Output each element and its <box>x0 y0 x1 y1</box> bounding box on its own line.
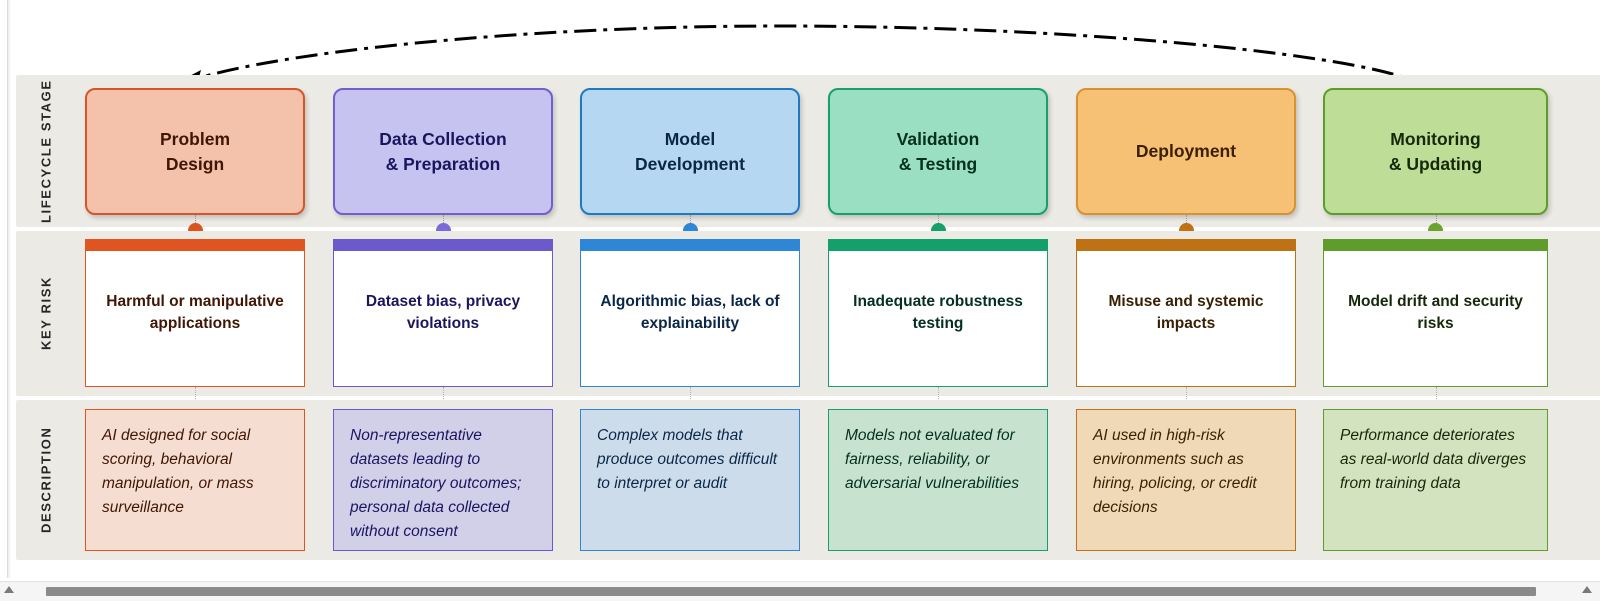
key-risk-accent-bar <box>581 240 799 251</box>
horizontal-scrollbar-thumb[interactable] <box>46 587 1536 596</box>
connector-stem-lower <box>1435 387 1437 407</box>
description-card-deployment[interactable]: AI used in high-risk environments such a… <box>1076 409 1296 551</box>
stage-box-monitoring-updating[interactable]: Monitoring & Updating <box>1323 88 1548 215</box>
key-risk-row: KEY RISK Harmful or manipulative applica… <box>16 231 1600 407</box>
key-risk-card-problem-design[interactable]: Harmful or manipulative applications <box>85 239 305 387</box>
key-risk-card-data-collection[interactable]: Dataset bias, privacy violations <box>333 239 553 387</box>
key-risk-text: Misuse and systemic impacts <box>1108 293 1264 332</box>
stage-label-line1: Validation <box>896 128 980 149</box>
stage-box-data-collection[interactable]: Data Collection & Preparation <box>333 88 553 215</box>
lifecycle-stage-row: LIFECYCLE STAGE Problem Design Data Coll… <box>16 75 1600 238</box>
stage-label-line2: & Preparation <box>385 153 501 174</box>
connector-stem-lower <box>690 387 691 407</box>
key-risk-accent-bar <box>1077 240 1295 251</box>
stage-label-line2: & Updating <box>1388 153 1483 174</box>
row-label-description: DESCRIPTION <box>38 426 54 534</box>
key-risk-text: Inadequate robustness testing <box>853 293 1023 332</box>
stage-label-line1: Problem <box>159 128 231 149</box>
page-left-edge-line <box>7 0 8 578</box>
row-label-lifecycle-stage: LIFECYCLE STAGE <box>38 79 54 223</box>
description-card-monitoring-updating[interactable]: Performance deteriorates as real-world d… <box>1323 409 1548 551</box>
key-risk-accent-bar <box>1324 240 1547 251</box>
row-label-key-risk: KEY RISK <box>38 276 54 351</box>
stage-label-line1: Data Collection <box>379 128 507 149</box>
connector-stem-lower <box>195 387 196 407</box>
key-risk-card-validation-testing[interactable]: Inadequate robustness testing <box>828 239 1048 387</box>
key-risk-accent-bar <box>334 240 552 251</box>
stage-label-line1: Model <box>664 128 716 149</box>
key-risk-text: Model drift and security risks <box>1348 293 1523 332</box>
key-risk-card-monitoring-updating[interactable]: Model drift and security risks <box>1323 239 1548 387</box>
key-risk-accent-bar <box>829 240 1047 251</box>
stage-box-validation-testing[interactable]: Validation & Testing <box>828 88 1048 215</box>
description-card-model-development[interactable]: Complex models that produce outcomes dif… <box>580 409 800 551</box>
stage-label-line1: Deployment <box>1135 141 1237 161</box>
key-risk-accent-bar <box>86 240 304 251</box>
key-risk-text: Algorithmic bias, lack of explainability <box>600 293 780 332</box>
description-card-problem-design[interactable]: AI designed for social scoring, behavior… <box>85 409 305 551</box>
connector-stem-lower <box>443 387 444 407</box>
key-risk-card-model-development[interactable]: Algorithmic bias, lack of explainability <box>580 239 800 387</box>
stage-box-model-development[interactable]: Model Development <box>580 88 800 215</box>
key-risk-text: Dataset bias, privacy violations <box>365 293 521 332</box>
scroll-left-arrow-icon[interactable] <box>4 586 14 593</box>
stage-box-deployment[interactable]: Deployment <box>1076 88 1296 215</box>
connector-stem-lower <box>938 387 939 407</box>
description-card-validation-testing[interactable]: Models not evaluated for fairness, relia… <box>828 409 1048 551</box>
key-risk-text: Harmful or manipulative applications <box>106 293 284 332</box>
horizontal-scrollbar[interactable] <box>0 581 1600 601</box>
stage-label-line2: Development <box>635 153 745 174</box>
stage-label-line2: & Testing <box>898 153 978 174</box>
key-risk-card-deployment[interactable]: Misuse and systemic impacts <box>1076 239 1296 387</box>
description-row: DESCRIPTION AI designed for social scori… <box>16 400 1600 560</box>
scroll-right-arrow-icon[interactable] <box>1582 586 1592 593</box>
page-left-edge-shade <box>8 0 10 578</box>
description-card-data-collection[interactable]: Non-representative datasets leading to d… <box>333 409 553 551</box>
stage-box-problem-design[interactable]: Problem Design <box>85 88 305 215</box>
connector-stem-lower <box>1186 387 1187 407</box>
stage-label-line1: Monitoring <box>1390 128 1481 149</box>
stage-label-line2: Design <box>165 153 225 174</box>
